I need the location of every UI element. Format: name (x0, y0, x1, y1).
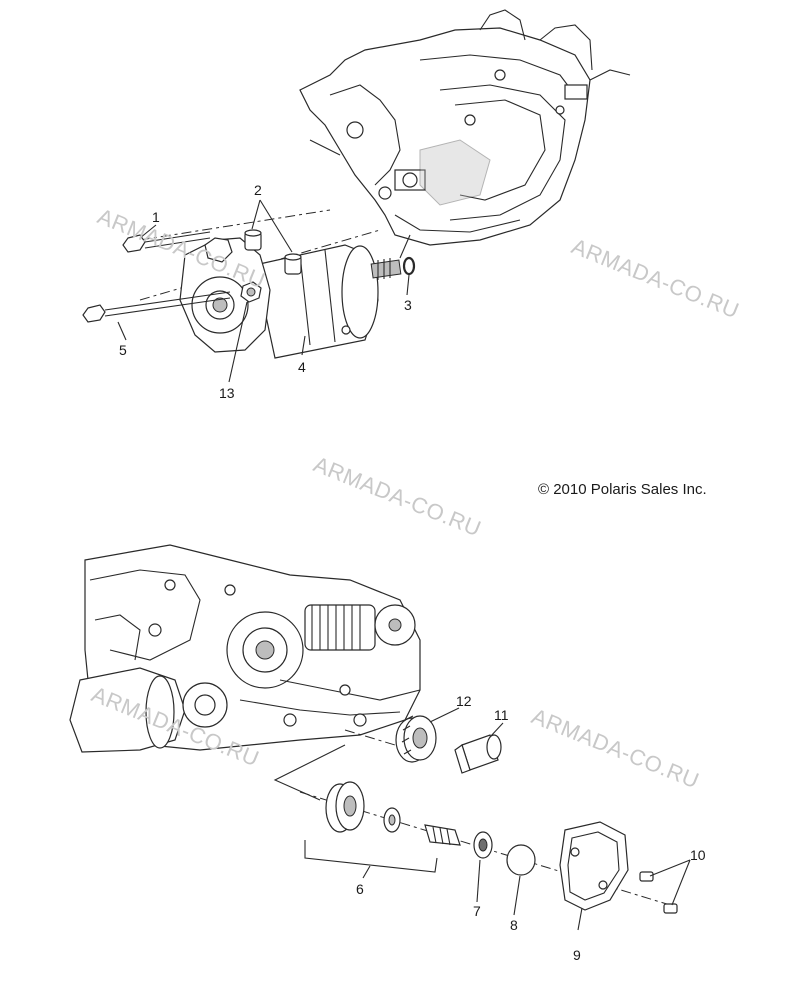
callout-8: 8 (510, 917, 518, 933)
callout-6: 6 (356, 881, 364, 897)
bolt-1 (122, 231, 211, 253)
bushing-2b (284, 253, 302, 275)
starter-motor-installed (69, 667, 228, 753)
crankcase-top (299, 9, 631, 246)
callout-4: 4 (298, 359, 306, 375)
callout-3: 3 (404, 297, 412, 313)
bearing-7 (473, 831, 493, 859)
callout-9: 9 (573, 947, 581, 963)
gear-6 (325, 781, 365, 833)
gear-12 (395, 715, 437, 763)
bolt-5 (82, 291, 231, 323)
shaft-6 (424, 824, 461, 846)
shaft-11 (454, 734, 502, 774)
copyright-notice: © 2010 Polaris Sales Inc. (538, 481, 707, 498)
callout-10: 10 (690, 847, 706, 863)
screw-10b (663, 903, 678, 914)
screw-10a (639, 871, 654, 882)
starter-motor (254, 244, 402, 359)
callout-12: 12 (456, 693, 472, 709)
callout-13: 13 (219, 385, 235, 401)
callout-1: 1 (152, 209, 160, 225)
callout-5: 5 (119, 342, 127, 358)
bushing-2a (244, 229, 262, 251)
washer-6 (383, 807, 401, 833)
nut-13 (240, 281, 262, 303)
watermark: ARMADA-CO.RU (310, 451, 485, 541)
o-ring-3 (402, 256, 416, 276)
callout-7: 7 (473, 903, 481, 919)
watermark: ARMADA-CO.RU (568, 233, 743, 323)
gasket-8 (506, 844, 536, 876)
callout-2: 2 (254, 182, 262, 198)
watermark: ARMADA-CO.RU (528, 703, 703, 793)
callout-11: 11 (494, 707, 509, 723)
cover-9 (559, 821, 629, 911)
